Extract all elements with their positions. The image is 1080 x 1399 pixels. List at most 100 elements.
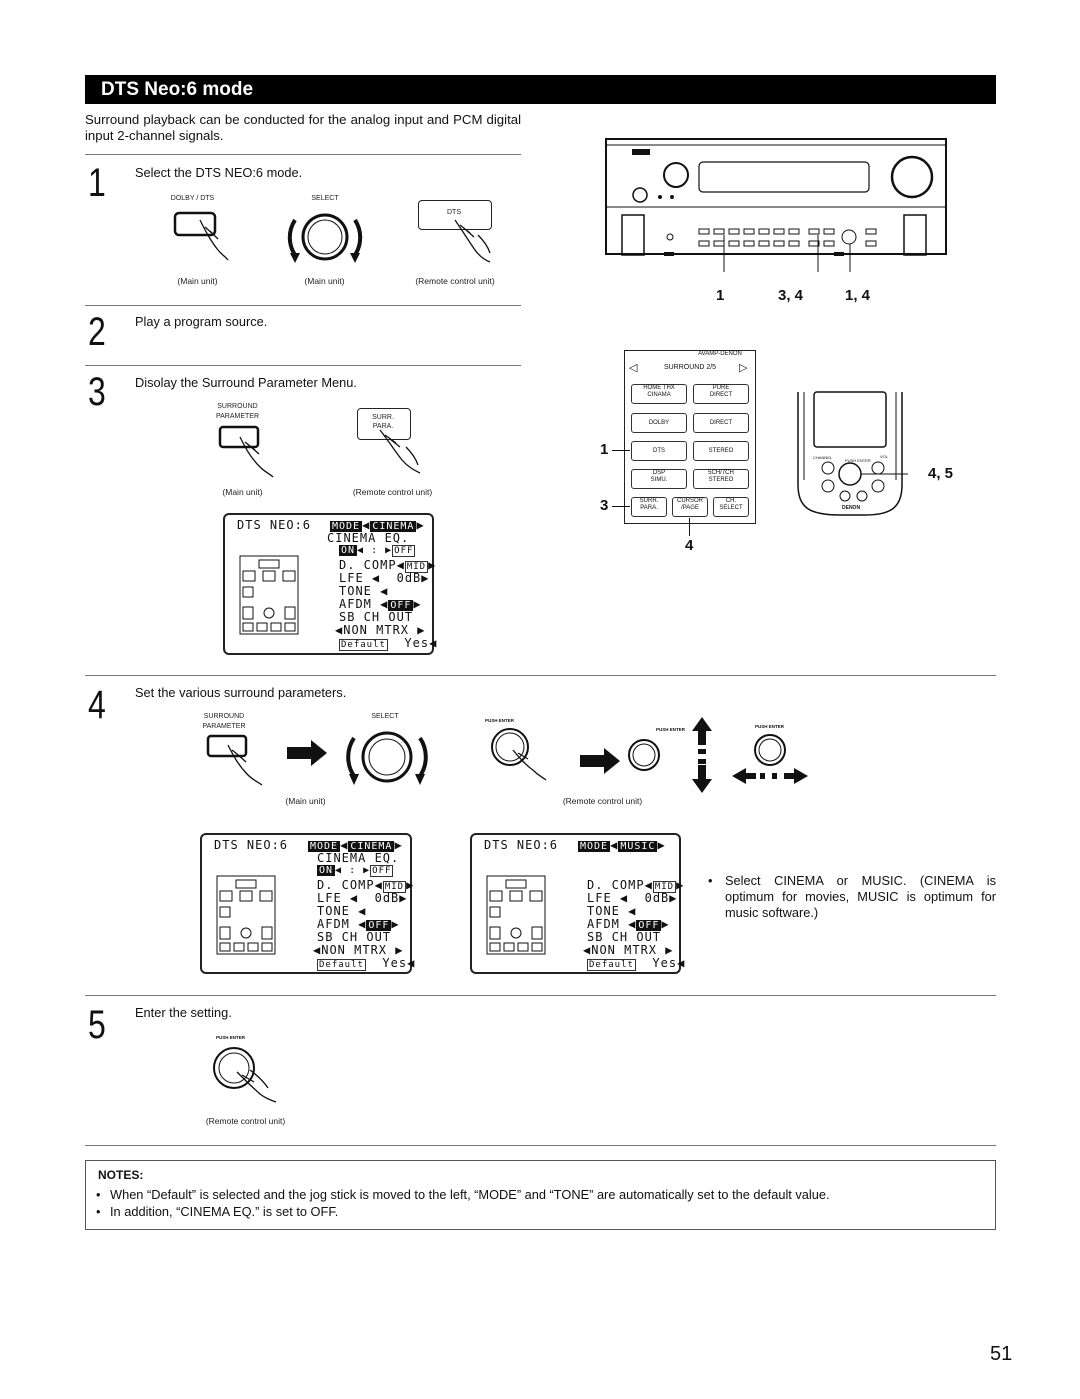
lcd-on-off-row: ON◀ : ▶OFF <box>317 865 394 877</box>
lcd-tone-row: TONE ◀ <box>339 584 389 598</box>
bullet-icon: • <box>96 1204 101 1219</box>
caption: (Remote control unit) <box>415 276 495 286</box>
remote-handset-illustration <box>797 391 908 516</box>
hand-pointer-icon <box>379 429 421 474</box>
lcd-cinema-eq: CINEMA EQ. <box>327 531 410 545</box>
step-text: Disolay the Surround Parameter Menu. <box>135 375 357 390</box>
button-label: PARAMETER <box>202 723 246 730</box>
lcd-tone: TONE <box>317 904 350 918</box>
lcd-lfe: LFE <box>317 891 342 905</box>
leader-line <box>689 518 690 536</box>
surround-parameter-button-illustration <box>218 425 274 478</box>
divider <box>85 305 521 306</box>
lcd-sbchout: SB CH OUT <box>339 610 414 624</box>
lcd-lfe-row: LFE ◀ 0dB▶ <box>587 891 678 905</box>
lcd-default-row: Default Yes◀ <box>339 636 438 651</box>
step-number: 1 <box>88 161 106 205</box>
lcd-title: DTS NEO:6 <box>214 838 289 852</box>
lcd-title: DTS NEO:6 <box>237 518 312 532</box>
remote-btn-stereo: STEREO <box>693 441 749 461</box>
step-number: 2 <box>88 310 106 354</box>
bullet-icon: • <box>96 1187 101 1202</box>
denon-logo: DENON <box>842 505 861 511</box>
push-enter-knob-illustration <box>213 1047 277 1103</box>
leader-line <box>612 506 630 507</box>
remote-callout-4: 4 <box>685 537 694 554</box>
lcd-afdm-row: AFDM ◀OFF▶ <box>339 597 422 611</box>
lcd-sbchout: SB CH OUT <box>317 930 392 944</box>
lcd-0db: 0dB <box>374 891 400 905</box>
right-arrow-icon: ▷ <box>739 362 748 374</box>
remote-btn-direct: DIRECT <box>693 413 749 433</box>
lcd-dcomp: D. COMP <box>317 878 375 892</box>
lcd-music: MUSIC <box>618 841 658 852</box>
push-enter-label: PUSH ENTER <box>845 458 871 463</box>
step-text: Select the DTS NEO:6 mode. <box>135 165 303 180</box>
button-label: PARA. <box>372 423 394 430</box>
caption: (Main unit) <box>222 487 263 497</box>
lcd-off: OFF <box>392 545 416 557</box>
lcd-display: DTS NEO:6 MODE◀CINEMA▶ CINEMA EQ. ON◀ : … <box>223 513 438 655</box>
remote-brand: AVAMP-DENON <box>698 351 742 357</box>
push-enter-label: PUSH ENTER <box>216 1035 246 1040</box>
select-knob-illustration <box>346 731 428 785</box>
push-enter-label: PUSH ENTER <box>656 727 686 732</box>
lcd-tone: TONE <box>339 584 372 598</box>
lcd-on: ON <box>339 545 358 556</box>
push-enter-label: PUSH ENTER <box>755 724 785 729</box>
step-number: 5 <box>88 1003 106 1047</box>
divider <box>85 675 996 676</box>
left-arrow-icon: ◁ <box>629 362 638 374</box>
lcd-nonmtrx: NON MTRX <box>343 623 410 637</box>
lcd-tone-row: TONE ◀ <box>317 904 367 918</box>
lcd-yes: Yes <box>382 956 408 970</box>
lcd-afdm-off: OFF <box>636 920 662 931</box>
lcd-cinema: CINEMA <box>348 841 395 852</box>
caption: (Remote control unit) <box>205 1116 286 1126</box>
lcd-0db: 0dB <box>644 891 670 905</box>
lcd-lfe: LFE <box>587 891 612 905</box>
lcd-default-row: Default Yes◀ <box>587 956 686 971</box>
remote-callout-4-5: 4, 5 <box>928 465 954 482</box>
main-unit-front-panel <box>605 138 947 272</box>
page-number: 51 <box>990 1343 1013 1365</box>
lcd-yes: Yes <box>404 636 430 650</box>
step-text: Set the various surround parameters. <box>135 685 347 700</box>
select-knob-illustration <box>287 213 363 263</box>
lcd-mid: MID <box>404 561 429 573</box>
button-label: SURR. <box>372 414 394 421</box>
lcd-mode: MODE <box>308 841 341 852</box>
lcd-dcomp: D. COMP <box>587 878 645 892</box>
button-label: SURROUND <box>217 403 258 410</box>
remote-btn-dolby: DOLBY <box>631 413 687 433</box>
lcd-mode-row: MODE◀CINEMA▶ <box>308 838 403 852</box>
step-text: Enter the setting. <box>135 1005 232 1020</box>
note-item-text: When “Default” is selected and the jog s… <box>110 1187 830 1202</box>
channel-label: CHANNEL <box>813 455 833 460</box>
lcd-nonmtrx: NON MTRX <box>591 943 658 957</box>
lcd-yes: Yes <box>652 956 678 970</box>
lcd-mid: MID <box>652 881 677 893</box>
lcd-mode-row: MODE◀MUSIC▶ <box>578 838 666 852</box>
lcd-0db: 0dB <box>396 571 422 585</box>
lcd-default-row: Default Yes◀ <box>317 956 416 971</box>
button-label: PARAMETER <box>215 413 260 420</box>
button-label: SELECT <box>371 713 399 720</box>
note-text: Select CINEMA or MUSIC. (CINEMA is optim… <box>725 873 996 920</box>
dolby-dts-button-illustration <box>173 211 229 261</box>
lcd-tone-row: TONE ◀ <box>587 904 637 918</box>
button-label: SELECT <box>311 195 339 202</box>
lcd-mode: MODE <box>578 841 611 852</box>
lcd-afdm: AFDM <box>587 917 620 931</box>
lcd-dcomp: D. COMP <box>339 558 397 572</box>
vol-label: VOL <box>880 454 889 459</box>
lcd-mode: MODE <box>330 521 363 532</box>
remote-callout-3: 3 <box>600 497 609 514</box>
lcd-cinema: CINEMA <box>370 521 417 532</box>
remote-btn-surr-para: SURR.PARA. <box>631 497 667 517</box>
lcd-display: DTS NEO:6 MODE◀CINEMA▶ CINEMA EQ. ON◀ : … <box>200 833 416 974</box>
